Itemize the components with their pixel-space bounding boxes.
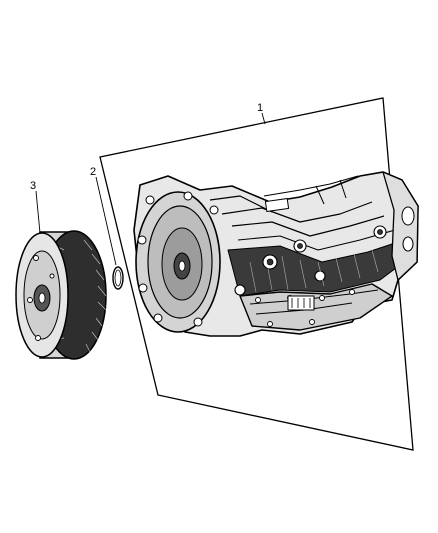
callout-1: 1: [257, 102, 263, 114]
oil-pan: [239, 283, 393, 331]
leader-line-1: [261, 112, 266, 125]
callout-2: 2: [90, 166, 96, 178]
callout-3: 3: [30, 180, 36, 192]
tail-housing: [382, 171, 419, 281]
leader-line-2: [95, 176, 117, 266]
o-ring-seal: [112, 266, 124, 290]
transmission-assembly: [133, 171, 419, 337]
torque-converter: [15, 230, 107, 360]
leader-line-3: [35, 190, 41, 234]
